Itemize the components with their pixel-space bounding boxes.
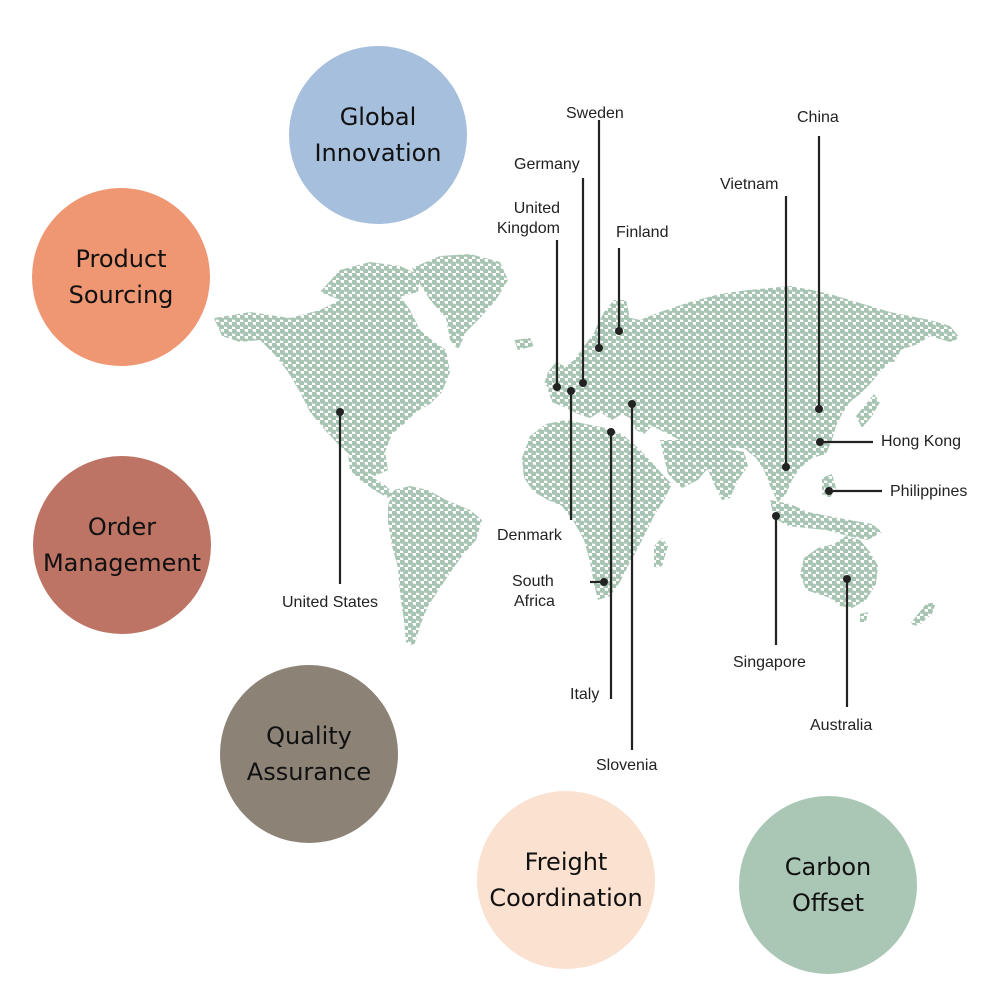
japan	[856, 394, 880, 428]
british-isles	[544, 362, 564, 390]
label-philippines: Philippines	[890, 483, 968, 500]
marker-finland[interactable]	[615, 327, 623, 335]
service-label-line2: Offset	[791, 889, 865, 917]
south-america	[388, 486, 482, 646]
marker-china[interactable]	[815, 405, 823, 413]
southeast-asia	[770, 500, 882, 540]
service-label-line2: Coordination	[489, 884, 643, 912]
label-germany: Germany	[514, 156, 580, 173]
label-united-states: United States	[282, 594, 379, 611]
label-finland: Finland	[616, 224, 669, 241]
marker-united-states[interactable]	[336, 408, 344, 416]
iceland	[514, 338, 534, 350]
marker-united-kingdom[interactable]	[553, 383, 561, 391]
label-line1: South	[512, 573, 554, 590]
arabia	[660, 440, 708, 488]
service-label-line1: Product	[75, 245, 167, 273]
africa	[522, 420, 672, 600]
madagascar	[654, 538, 668, 568]
marker-italy[interactable]	[607, 428, 615, 436]
india	[706, 448, 748, 500]
marker-south-africa[interactable]	[600, 578, 608, 586]
label-line2: Kingdom	[496, 220, 560, 237]
arctic-islands	[320, 262, 420, 300]
north-america	[214, 290, 450, 476]
label-united-kingdom: United Kingdom	[484, 199, 560, 239]
new-zealand	[910, 602, 936, 626]
greenland	[412, 254, 508, 350]
label-south-africa: South Africa	[512, 572, 555, 612]
service-label-line2: Assurance	[246, 758, 372, 786]
label-sweden: Sweden	[566, 105, 624, 122]
label-denmark: Denmark	[497, 527, 562, 544]
marker-philippines[interactable]	[825, 487, 833, 495]
service-label-line1: Order	[87, 513, 157, 541]
marker-hong-kong[interactable]	[816, 438, 824, 446]
location-markers	[336, 327, 851, 586]
service-label-line1: Global	[339, 103, 417, 131]
service-label-line2: Management	[42, 549, 202, 577]
label-slovenia: Slovenia	[596, 757, 658, 774]
tasmania	[860, 612, 868, 622]
marker-australia[interactable]	[843, 575, 851, 583]
marker-germany[interactable]	[579, 379, 587, 387]
label-australia: Australia	[810, 717, 873, 734]
service-label-line1: Carbon	[784, 853, 872, 881]
label-line2: Africa	[514, 593, 555, 610]
marker-singapore[interactable]	[772, 512, 780, 520]
label-line1: United	[513, 200, 560, 217]
service-label-line1: Quality	[266, 722, 352, 750]
marker-slovenia[interactable]	[628, 400, 636, 408]
label-hong-kong: Hong Kong	[881, 433, 962, 450]
label-china: China	[797, 109, 839, 126]
service-label-line2: Sourcing	[68, 281, 174, 309]
eurasia	[548, 286, 960, 502]
label-italy: Italy	[570, 686, 600, 703]
continents	[214, 254, 960, 646]
connector-lines	[338, 120, 882, 750]
marker-denmark[interactable]	[567, 387, 575, 395]
australia	[800, 536, 878, 608]
east-asia-islands	[884, 338, 902, 362]
label-vietnam: Vietnam	[720, 176, 779, 193]
service-label-line1: Freight	[524, 848, 608, 876]
service-label-line2: Innovation	[314, 139, 442, 167]
marker-sweden[interactable]	[595, 344, 603, 352]
label-singapore: Singapore	[733, 654, 806, 671]
central-america	[348, 455, 394, 498]
marker-vietnam[interactable]	[782, 463, 790, 471]
